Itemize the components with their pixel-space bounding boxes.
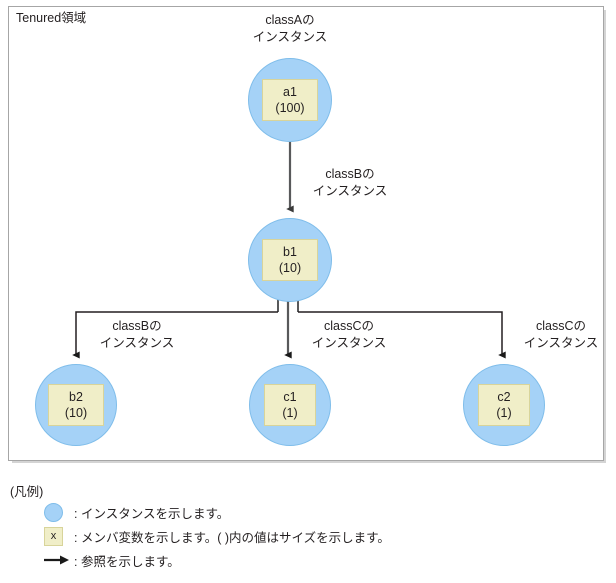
- edge-label-classB-b1: classBの インスタンス: [300, 166, 400, 200]
- edge-label-classC-c2: classCの インスタンス: [512, 318, 610, 352]
- edge-label-classB-b1-line2: インスタンス: [312, 184, 388, 198]
- edge-label-classC-c1: classCの インスタンス: [300, 318, 398, 352]
- legend-row-member-variable: x : メンバ変数を示します。( )内の値はサイズを示します。: [44, 524, 608, 548]
- reference-arrow-icon: [44, 554, 70, 566]
- edge-label-classA-line2: インスタンス: [252, 30, 328, 44]
- member-variable-size-c2: (1): [496, 406, 512, 420]
- instance-node-c1: c1 (1): [249, 364, 331, 446]
- edge-label-classC-c2-line2: インスタンス: [523, 336, 599, 350]
- member-variable-name-a1: a1: [283, 85, 297, 99]
- member-variable-box-b1: b1 (10): [262, 239, 318, 281]
- edge-label-classB-b2: classBの インスタンス: [88, 318, 186, 352]
- member-variable-box-icon: x: [44, 526, 70, 546]
- legend: (凡例) : インスタンスを示します。 x : メンバ変数を示します。( )内の…: [8, 484, 608, 572]
- member-variable-size-b1: (10): [278, 261, 302, 275]
- legend-text-member-variable: : メンバ変数を示します。( )内の値はサイズを示します。: [74, 530, 390, 545]
- member-variable-box-c1: c1 (1): [264, 384, 316, 426]
- instance-node-c2: c2 (1): [463, 364, 545, 446]
- member-variable-size-a1: (100): [275, 101, 305, 115]
- instance-node-b2: b2 (10): [35, 364, 117, 446]
- legend-text-reference: : 参照を示します。: [74, 554, 180, 569]
- member-variable-box-glyph: x: [44, 526, 63, 546]
- instance-node-b1: b1 (10): [248, 218, 332, 302]
- edge-label-classB-b2-line2: インスタンス: [99, 336, 175, 350]
- member-variable-box-a1: a1 (100): [262, 79, 318, 121]
- member-variable-name-b1: b1: [283, 245, 297, 259]
- edge-label-classB-b2-line1: classBの: [112, 319, 162, 333]
- edge-label-classC-c2-line1: classCの: [535, 319, 586, 333]
- member-variable-name-b2: b2: [69, 390, 83, 404]
- edge-label-classC-c1-line2: インスタンス: [311, 336, 387, 350]
- instance-node-a1: a1 (100): [248, 58, 332, 142]
- edge-label-classC-c1-line1: classCの: [323, 319, 374, 333]
- member-variable-box-c2: c2 (1): [478, 384, 530, 426]
- edge-label-classA: classAの インスタンス: [240, 12, 340, 46]
- member-variable-name-c2: c2: [497, 390, 511, 404]
- member-variable-size-c1: (1): [282, 406, 298, 420]
- member-variable-box-b2: b2 (10): [48, 384, 104, 426]
- instance-circle-icon: [44, 502, 70, 522]
- legend-title: (凡例): [10, 485, 44, 499]
- legend-text-instance: : インスタンスを示します。: [74, 506, 230, 521]
- tenured-region-title: Tenured領域: [16, 11, 87, 25]
- legend-row-reference: : 参照を示します。: [44, 548, 608, 572]
- edge-label-classB-b1-line1: classBの: [325, 167, 375, 181]
- member-variable-size-b2: (10): [64, 406, 88, 420]
- edge-label-classA-line1: classAの: [265, 13, 315, 27]
- member-variable-name-c1: c1: [283, 390, 297, 404]
- legend-row-instance: : インスタンスを示します。: [44, 500, 608, 524]
